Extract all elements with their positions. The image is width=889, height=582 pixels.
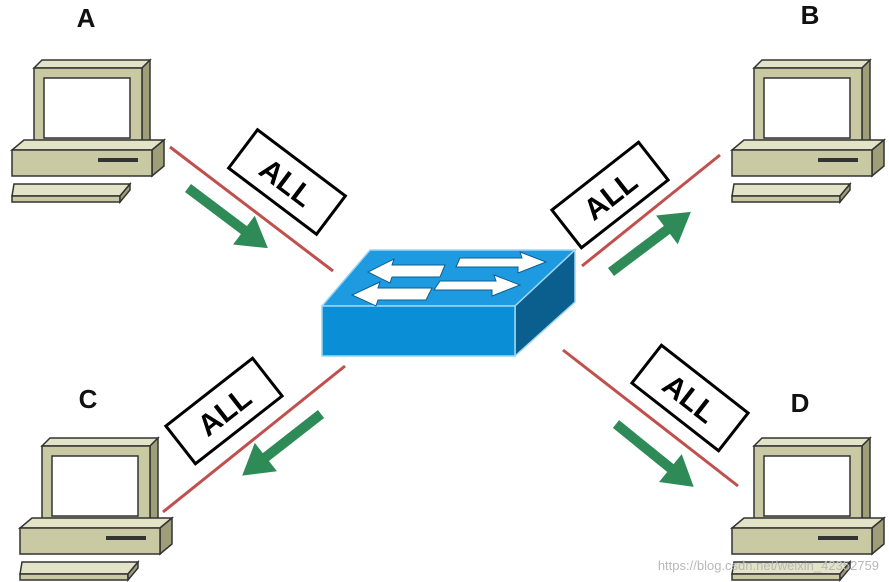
host-c-computer-icon[interactable] <box>19 437 173 581</box>
switch-arrow-right-top-icon <box>455 251 548 274</box>
frame-d: ALL <box>629 343 751 453</box>
link-b <box>581 153 721 268</box>
link-d <box>562 348 739 488</box>
host-label-b: B <box>801 0 820 30</box>
host-label-d: D <box>791 388 810 418</box>
link-a <box>169 145 334 273</box>
host-a-computer-icon[interactable] <box>11 59 165 203</box>
switch-network-switch-icon[interactable] <box>320 248 577 358</box>
switch-arrow-left-bottom-icon <box>350 281 433 307</box>
host-label-c: C <box>79 384 98 414</box>
frame-a: ALL <box>226 127 348 237</box>
watermark: https://blog.csdn.net/weixin_42352759 <box>658 558 879 573</box>
frame-b: ALL <box>549 140 671 250</box>
host-label-a: A <box>77 3 96 33</box>
switch-arrow-right-bottom-icon <box>433 274 522 297</box>
frame-c: ALL <box>163 356 285 466</box>
host-b-computer-icon[interactable] <box>731 59 885 203</box>
switch-arrow-left-top-icon <box>366 258 446 284</box>
link-c <box>162 364 346 514</box>
